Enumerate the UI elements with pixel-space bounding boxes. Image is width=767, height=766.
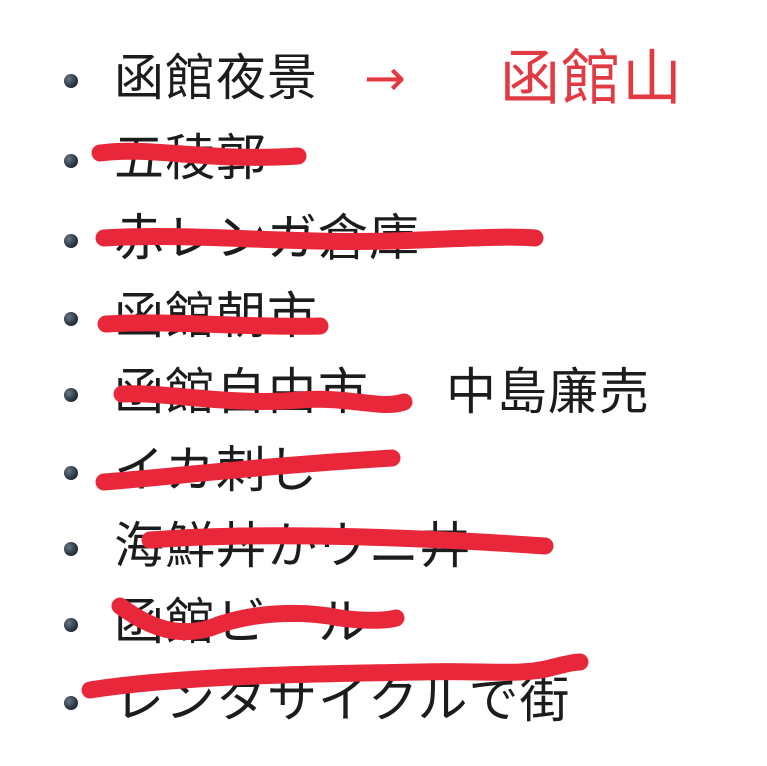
list-item: イカ刺し bbox=[0, 434, 767, 510]
list-item: 赤レンガ倉庫 bbox=[0, 202, 767, 278]
bullet-icon bbox=[64, 312, 78, 326]
bullet-icon bbox=[64, 234, 78, 248]
list-item-label: レンタサイクルで街 bbox=[114, 671, 571, 729]
right-arrow-icon: → bbox=[364, 49, 406, 107]
list-item: 海鮮丼かウニ丼 bbox=[0, 510, 767, 586]
list-item: 函館ビール bbox=[0, 586, 767, 662]
list-item-label: 函館自由市 bbox=[114, 363, 369, 421]
destination-label: 函館山 bbox=[500, 44, 683, 114]
list-item: 函館朝市 bbox=[0, 280, 767, 356]
list-item-extra-label: 中島廉売 bbox=[446, 363, 650, 421]
list-item-label: 海鮮丼かウニ丼 bbox=[114, 517, 471, 575]
list-item-label: 函館夜景 bbox=[114, 49, 318, 107]
bullet-icon bbox=[64, 466, 78, 480]
bullet-icon bbox=[64, 74, 78, 88]
bullet-icon bbox=[64, 154, 78, 168]
bullet-icon bbox=[64, 542, 78, 556]
bullet-icon bbox=[64, 388, 78, 402]
bullet-icon bbox=[64, 696, 78, 710]
list-item-label: 赤レンガ倉庫 bbox=[114, 209, 420, 267]
list-item-label: 函館ビール bbox=[114, 593, 369, 651]
list-item-label: 函館朝市 bbox=[114, 287, 318, 345]
list-item: 五稜郭 bbox=[0, 122, 767, 198]
list-item-label: イカ刺し bbox=[114, 441, 318, 499]
list-item: 函館夜景 → 函館山 bbox=[0, 42, 767, 118]
list-item-label: 五稜郭 bbox=[114, 129, 267, 187]
bullet-icon bbox=[64, 618, 78, 632]
list-item: レンタサイクルで街 bbox=[0, 664, 767, 740]
list-item: 函館自由市 中島廉売 bbox=[0, 356, 767, 432]
